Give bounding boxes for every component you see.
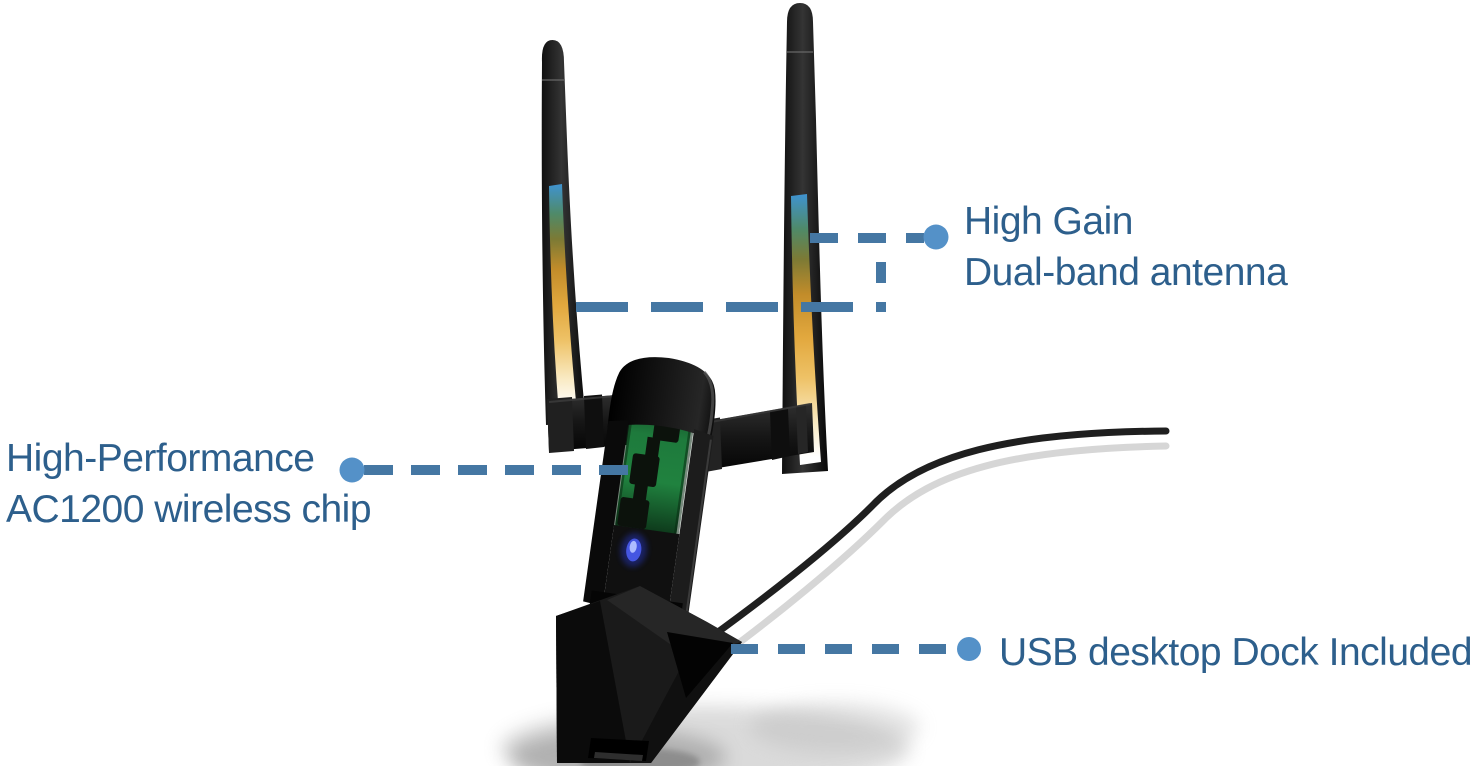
label-high-gain-antenna: High Gain Dual-band antenna	[964, 196, 1288, 298]
body-right-rail	[667, 429, 714, 623]
desktop-dock	[556, 586, 742, 763]
callout-usb-dock	[731, 637, 981, 661]
dock-inner-slope	[630, 642, 742, 763]
dock-top-facet	[607, 586, 742, 656]
label-line: Dual-band antenna	[964, 251, 1288, 294]
label-wireless-chip: High-Performance AC1200 wireless chip	[6, 433, 372, 535]
body-right-rail-highlight	[684, 439, 712, 619]
left-antenna	[541, 40, 586, 425]
chip	[617, 497, 650, 530]
left-antenna-stripe	[549, 184, 577, 414]
label-line: High Gain	[964, 200, 1133, 243]
chip-trace	[644, 436, 661, 459]
callout-wireless-chip	[339, 457, 632, 483]
callout-high-gain	[576, 224, 949, 312]
label-line: AC1200 wireless chip	[6, 488, 372, 531]
label-usb-dock: USB desktop Dock Included	[999, 627, 1471, 678]
status-led	[620, 533, 647, 567]
usb-cable-dark-strand	[696, 427, 1170, 649]
callout-dot-icon	[957, 637, 981, 661]
callout-dot-icon	[339, 457, 365, 483]
callout-dot-icon	[923, 224, 949, 250]
label-line: High-Performance	[6, 437, 315, 480]
dock-notch-lip	[594, 752, 643, 761]
chip-trace	[632, 482, 649, 503]
dock-cutout	[667, 632, 733, 698]
usb-cable	[696, 427, 1170, 664]
chip	[629, 453, 660, 488]
usb-cable-light-strand	[712, 442, 1170, 664]
right-antenna-stripe	[791, 194, 821, 465]
body-head-sheen	[703, 371, 715, 436]
callouts	[339, 224, 981, 661]
body-head-cap	[607, 357, 716, 440]
right-antenna	[782, 3, 828, 474]
dock-left-face	[556, 601, 630, 763]
label-line: USB desktop Dock Included	[999, 631, 1471, 674]
